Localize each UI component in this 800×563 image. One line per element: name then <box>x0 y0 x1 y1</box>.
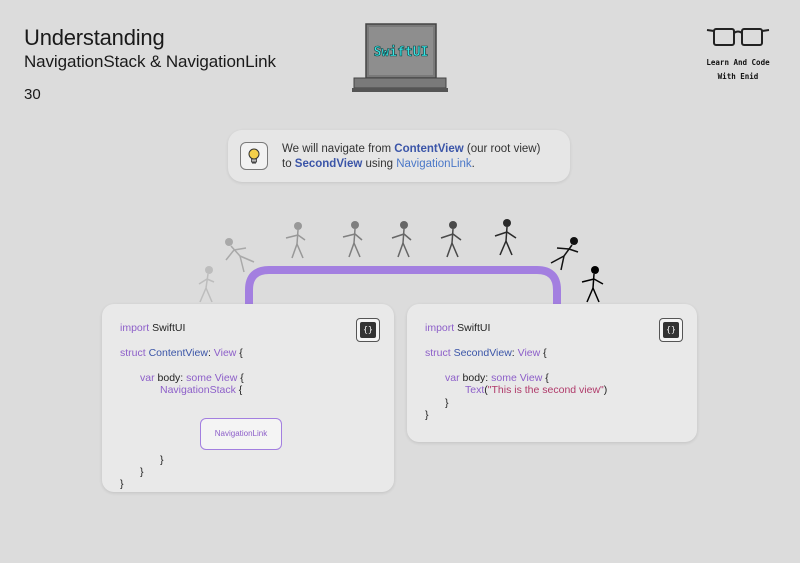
brand-line-1: Learn And Code <box>706 58 770 67</box>
code-braces-icon: {} <box>659 318 683 342</box>
code-snippet: import SwiftUI struct SecondView: View {… <box>425 322 607 422</box>
header: Understanding NavigationStack & Navigati… <box>24 25 276 104</box>
walking-figure <box>581 266 604 303</box>
code-line: import SwiftUI <box>425 322 491 334</box>
laptop-screen-text: SwiftUI <box>374 45 429 60</box>
code-line: Text("This is the second view") <box>465 384 608 396</box>
walking-figure <box>391 221 412 258</box>
code-snippet: import SwiftUI struct ContentView: View … <box>120 322 282 490</box>
walking-figure <box>225 238 255 273</box>
walking-figure <box>342 221 363 258</box>
lightbulb-icon <box>240 142 268 170</box>
code-line: } <box>445 397 449 409</box>
code-line: import SwiftUI <box>120 322 186 334</box>
page-number: 30 <box>24 86 41 103</box>
navigation-link-placeholder: NavigationLink <box>200 418 282 450</box>
walking-figure <box>198 266 215 303</box>
code-line: } <box>160 454 164 466</box>
code-line: NavigationStack { <box>160 384 243 396</box>
code-line: } <box>140 466 144 478</box>
info-callout: We will navigate from ContentView (our r… <box>228 130 570 182</box>
code-line: struct ContentView: View { <box>120 347 243 359</box>
walking-figure <box>550 237 579 271</box>
content-view-highlight: ContentView <box>394 143 464 155</box>
page-subtitle: NavigationStack & NavigationLink <box>24 52 276 71</box>
code-line: } <box>425 409 429 421</box>
brand-line-2: With Enid <box>717 72 759 81</box>
code-line: } <box>120 478 124 490</box>
walking-figure <box>494 219 517 256</box>
code-line: struct SecondView: View { <box>425 347 547 359</box>
second-view-highlight: SecondView <box>294 158 363 170</box>
second-view-code-card: {} import SwiftUI struct SecondView: Vie… <box>407 304 697 442</box>
code-line: var body: some View { <box>445 372 549 384</box>
laptop-illustration: SwiftUI <box>352 22 448 96</box>
walking-figure <box>440 221 462 258</box>
glasses-icon <box>706 28 770 46</box>
navigation-link-highlight: NavigationLink <box>396 158 472 170</box>
code-braces-icon: {} <box>356 318 380 342</box>
laptop-icon: SwiftUI <box>352 23 448 92</box>
content-view-code-card: {} import SwiftUI struct ContentView: Vi… <box>102 304 394 492</box>
page-title: Understanding <box>24 25 165 50</box>
navigation-bridge <box>245 266 561 308</box>
code-line: var body: some View { <box>140 372 244 384</box>
brand-logo: Learn And Code With Enid <box>700 26 776 84</box>
walking-figure <box>285 222 306 259</box>
callout-text: We will navigate from ContentView (our r… <box>282 143 541 170</box>
